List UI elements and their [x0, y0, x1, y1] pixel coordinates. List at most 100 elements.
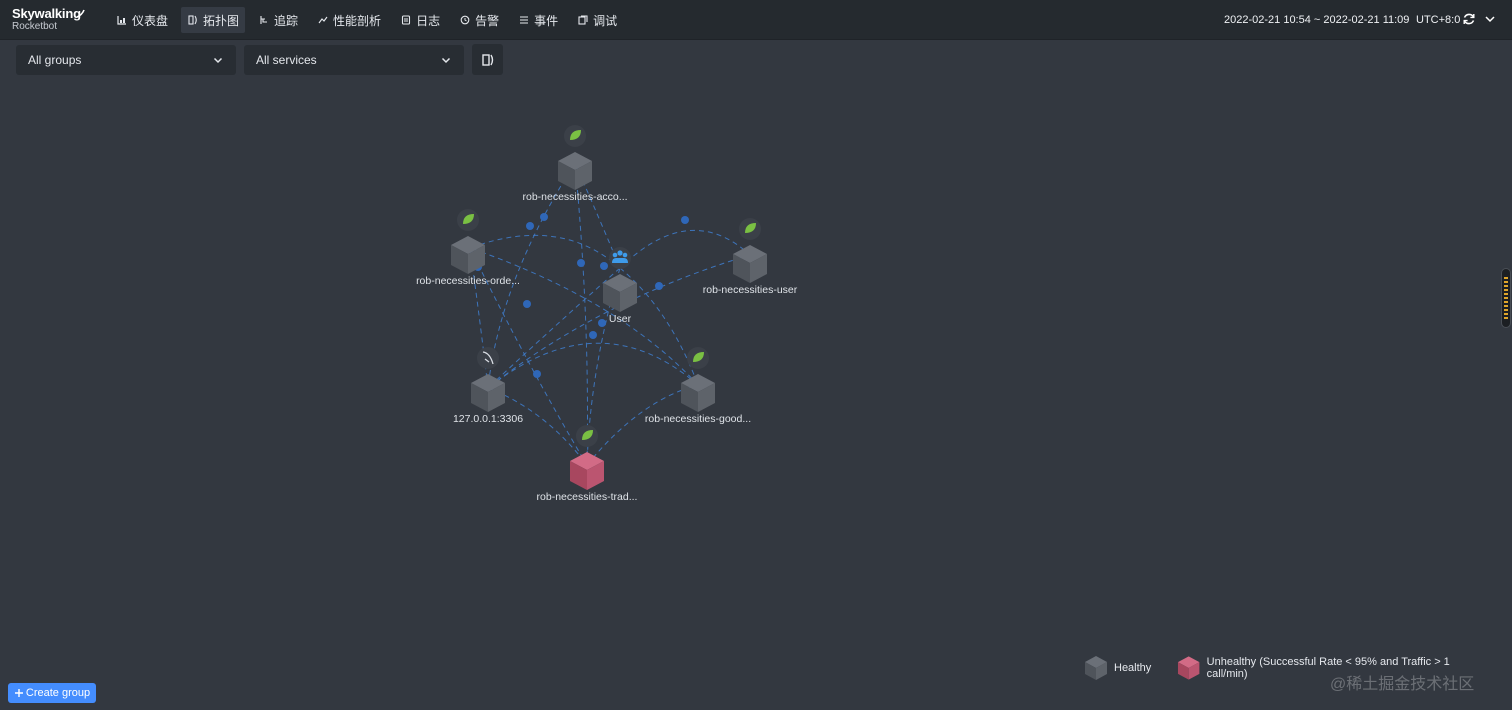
- chevron-down-icon[interactable]: [1484, 13, 1496, 25]
- topology-link[interactable]: [487, 267, 621, 389]
- nav-item-event[interactable]: 事件: [512, 7, 564, 33]
- legend-item-healthy: Healthy: [1084, 655, 1151, 681]
- database-node-mysql[interactable]: 127.0.0.1:3306: [453, 347, 523, 425]
- nav-item-log[interactable]: 日志: [394, 7, 446, 33]
- chevron-down-icon: [441, 57, 451, 64]
- chevron-down-icon: [213, 57, 223, 64]
- legend-healthy-label: Healthy: [1114, 662, 1152, 674]
- topology-link[interactable]: [469, 247, 588, 466]
- users-icon: [612, 250, 628, 263]
- topology-links: [469, 162, 751, 466]
- topology-link[interactable]: [469, 247, 699, 386]
- spring-leaf-icon: [582, 430, 593, 440]
- plus-icon: [14, 689, 23, 697]
- profile-icon: [317, 14, 329, 26]
- nav-item-dashboard[interactable]: 仪表盘: [110, 7, 174, 33]
- zoom-slider-handle[interactable]: [1501, 268, 1511, 328]
- time-range-picker[interactable]: 2022-02-21 10:54 ~ 2022-02-21 11:09: [1224, 14, 1410, 26]
- topology-link[interactable]: [619, 229, 751, 269]
- link-dot[interactable]: [526, 222, 534, 230]
- timezone-label[interactable]: UTC+8:0: [1416, 14, 1461, 26]
- topology-link[interactable]: [487, 342, 699, 389]
- top-bar: Skywalking Rocketbot 仪表盘 拓扑图 追踪: [0, 0, 1512, 40]
- link-dot[interactable]: [523, 300, 531, 308]
- toggle-panel-button[interactable]: [472, 44, 503, 75]
- link-dot[interactable]: [533, 370, 541, 378]
- node-label: rob-necessities-orde...: [416, 275, 520, 287]
- nav-label: 调试: [593, 13, 618, 28]
- topology-link[interactable]: [586, 384, 699, 466]
- service-node-trad[interactable]: rob-necessities-trad...: [537, 425, 638, 503]
- nav-item-debug[interactable]: 调试: [571, 7, 623, 33]
- nav-label: 仪表盘: [132, 13, 169, 28]
- nav-item-alarm[interactable]: 告警: [453, 7, 505, 33]
- event-icon: [518, 14, 530, 26]
- skywalking-logo[interactable]: Skywalking Rocketbot: [12, 7, 102, 35]
- topology-icon: [187, 14, 199, 26]
- spring-leaf-icon: [570, 130, 581, 140]
- spring-leaf-icon: [463, 214, 474, 224]
- service-node-user[interactable]: rob-necessities-user: [703, 218, 798, 296]
- topology-link[interactable]: [487, 162, 576, 389]
- unhealthy-cube-icon: [1178, 656, 1200, 680]
- legend: Healthy Unhealthy (Successful Rate < 95%…: [1084, 654, 1512, 682]
- service-select-value: All services: [256, 53, 317, 67]
- spring-leaf-icon: [745, 223, 756, 233]
- link-dots: [474, 213, 689, 378]
- topology-link[interactable]: [586, 267, 621, 466]
- user-node[interactable]: User: [603, 247, 637, 325]
- node-label: rob-necessities-good...: [645, 413, 751, 425]
- legend-item-unhealthy: Unhealthy (Successful Rate < 95% and Tra…: [1177, 655, 1486, 681]
- nav-item-profile[interactable]: 性能剖析: [311, 7, 387, 33]
- group-select[interactable]: All groups: [16, 45, 236, 75]
- spring-leaf-icon: [693, 352, 704, 362]
- refresh-icon[interactable]: [1462, 12, 1476, 26]
- link-dot[interactable]: [540, 213, 548, 221]
- topology-link[interactable]: [619, 267, 699, 386]
- main-nav: 仪表盘 拓扑图 追踪 性能剖析 日志: [110, 7, 630, 33]
- nav-label: 日志: [416, 13, 441, 28]
- link-dot[interactable]: [681, 216, 689, 224]
- create-group-label: Create group: [25, 687, 91, 699]
- nav-label: 告警: [475, 13, 500, 28]
- service-node-acco[interactable]: rob-necessities-acco...: [522, 125, 628, 203]
- link-dot[interactable]: [577, 259, 585, 267]
- dashboard-icon: [116, 14, 128, 26]
- panel-toggle-icon: [481, 53, 493, 66]
- create-group-button[interactable]: Create group: [8, 683, 96, 703]
- link-dot[interactable]: [589, 331, 597, 339]
- link-dot[interactable]: [600, 262, 608, 270]
- service-node-good[interactable]: rob-necessities-good...: [645, 347, 751, 425]
- nav-label: 拓扑图: [203, 13, 240, 28]
- service-node-orde[interactable]: rob-necessities-orde...: [416, 209, 520, 287]
- debug-icon: [577, 14, 589, 26]
- node-label: rob-necessities-acco...: [522, 191, 627, 203]
- trace-icon: [258, 14, 270, 26]
- topology-link[interactable]: [469, 234, 621, 269]
- nav-item-topology[interactable]: 拓扑图: [181, 7, 246, 33]
- topology-link[interactable]: [574, 162, 588, 466]
- nav-item-trace[interactable]: 追踪: [252, 7, 304, 33]
- node-label: User: [609, 313, 632, 325]
- healthy-cube-icon: [1085, 656, 1107, 680]
- alarm-icon: [459, 14, 471, 26]
- service-select[interactable]: All services: [244, 45, 464, 75]
- link-dot[interactable]: [655, 282, 663, 290]
- logo-swoosh-icon: [76, 9, 85, 18]
- node-label: rob-necessities-trad...: [537, 491, 638, 503]
- watermark: @稀土掘金技术社区: [1330, 676, 1475, 693]
- slider-grip: [1504, 277, 1508, 321]
- nav-label: 追踪: [274, 13, 299, 28]
- brand-subtitle: Rocketbot: [12, 21, 58, 32]
- group-select-value: All groups: [28, 53, 82, 67]
- node-label: 127.0.0.1:3306: [453, 413, 523, 425]
- log-icon: [400, 14, 412, 26]
- nav-label: 性能剖析: [333, 13, 382, 28]
- node-label: rob-necessities-user: [703, 284, 798, 296]
- link-dot[interactable]: [598, 319, 606, 327]
- nav-label: 事件: [534, 13, 559, 28]
- legend-unhealthy-label: Unhealthy (Successful Rate < 95% and Tra…: [1206, 656, 1450, 680]
- topology-link[interactable]: [487, 254, 751, 389]
- node-badge: [477, 347, 499, 369]
